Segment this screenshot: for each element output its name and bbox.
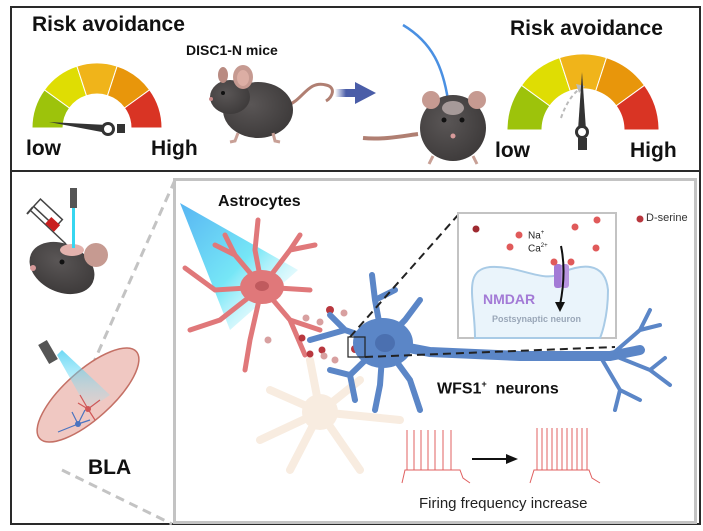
mouse-label: DISC1-N mice	[186, 42, 278, 58]
neuron-label-main: WFS1	[437, 380, 482, 398]
firing-frequency-label: Firing frequency increase	[419, 495, 588, 512]
nmdar-receptor-icon	[554, 264, 569, 288]
ion-na-charge: +	[540, 230, 545, 236]
astrocyte	[182, 217, 323, 373]
neuron-label-sup: +	[481, 379, 487, 389]
gauge-needle	[49, 122, 125, 136]
syringe-icon	[26, 198, 67, 245]
ion-na-label: Na	[528, 230, 541, 242]
right-gauge	[506, 53, 660, 150]
optic-fiber-icon	[70, 188, 77, 208]
light-beam-cone	[180, 203, 298, 330]
astrocytes-label: Astrocytes	[218, 193, 301, 210]
mouse-icon	[209, 65, 334, 144]
left-gauge-title: Risk avoidance	[32, 13, 185, 36]
right-gauge-title: Risk avoidance	[510, 17, 663, 40]
inset-guide-line-top	[349, 214, 459, 338]
neuron-label: WFS1+ neurons	[437, 379, 559, 398]
light-beam	[72, 208, 75, 248]
left-gauge-low-label: low	[26, 137, 61, 160]
wfs1-neuron	[307, 272, 672, 413]
mouse-head-injection-icon	[26, 188, 108, 295]
left-gauge	[31, 62, 163, 136]
top-panel	[10, 6, 701, 172]
bla-label: BLA	[88, 456, 132, 479]
dserine-dots	[264, 306, 359, 364]
mechanism-panel	[173, 178, 697, 524]
gauge-segment-5	[123, 89, 163, 129]
legend-dserine-dot	[636, 215, 644, 223]
zoom-guide-line-bottom	[61, 468, 173, 526]
firing-trace-before	[401, 430, 471, 484]
gauge-needle	[575, 72, 589, 150]
light-source-icon	[38, 339, 58, 365]
optogenetics-mouse-icon	[362, 23, 486, 165]
dashed-progress-arrow	[560, 89, 579, 119]
inset-dserine-dots	[472, 216, 601, 266]
nmdar-label: NMDAR	[483, 291, 536, 307]
ion-labels: Na+ Ca2+	[528, 228, 548, 255]
left-gauge-high-label: High	[151, 137, 198, 160]
ion-ca-charge: 2+	[540, 243, 548, 250]
synapse-inset	[457, 212, 617, 339]
right-gauge-high-label: High	[630, 139, 677, 162]
neuron-label-rest: neurons	[495, 380, 559, 398]
postsynaptic-label: Postsynaptic neuron	[492, 314, 582, 324]
inset-guide-line-bottom	[364, 346, 616, 358]
legend-dserine-label: D-serine	[646, 212, 688, 224]
gauge-segment-5	[615, 84, 660, 131]
synapse-zoom-box	[347, 336, 366, 358]
mini-neurons	[57, 394, 101, 433]
firing-direction-arrow	[472, 454, 518, 464]
blue-arrow-icon	[335, 82, 376, 104]
bottom-panel-frame	[10, 172, 701, 525]
right-gauge-low-label: low	[495, 139, 530, 162]
ion-flow-arrow	[559, 245, 565, 306]
firing-trace-after	[529, 428, 601, 484]
bla-region	[36, 339, 140, 443]
ion-ca-label: Ca	[528, 243, 541, 255]
background-astrocyte	[256, 356, 404, 474]
